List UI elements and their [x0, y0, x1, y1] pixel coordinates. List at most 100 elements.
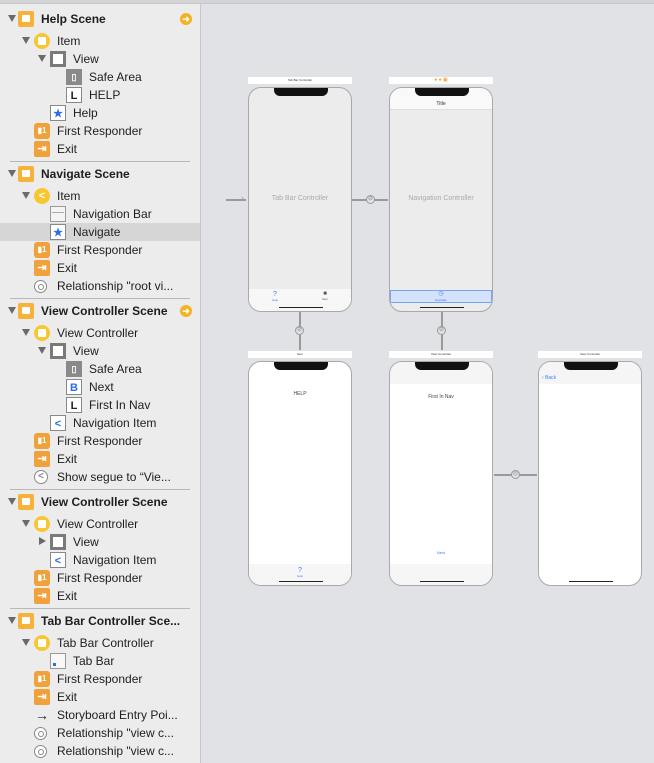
warning-arrow-icon[interactable]: ➜	[180, 13, 192, 25]
outline-item[interactable]: View Controller Scene➜	[0, 302, 200, 320]
outline-item[interactable]: Relationship "view c...	[0, 724, 200, 742]
disclosure-open-icon[interactable]	[8, 617, 16, 624]
storyboard-entry-arrow[interactable]	[226, 199, 246, 201]
vc-icon	[34, 325, 50, 341]
outline-item-label: First Responder	[57, 434, 143, 448]
outline-item[interactable]: →Storyboard Entry Poi...	[0, 706, 200, 724]
scene-title-bar[interactable]: View Controller	[538, 351, 642, 358]
star-icon: ★	[50, 224, 66, 240]
scene-placeholder-label: Tab Bar Controller	[271, 195, 329, 202]
disclosure-open-icon[interactable]	[8, 170, 16, 177]
relationship-segue-icon[interactable]: ⊘	[437, 326, 446, 335]
chevron-left-icon: ‹	[542, 375, 546, 381]
outline-item-label: Exit	[57, 142, 78, 156]
outline-item[interactable]: ⇥Exit	[0, 688, 200, 706]
outline-item[interactable]: Navigate Scene	[0, 165, 200, 183]
outline-item[interactable]: View Controller	[0, 324, 200, 342]
outline-item[interactable]: Navigation Bar	[0, 205, 200, 223]
outline-item[interactable]: View	[0, 533, 200, 551]
outline-item-label: View Controller Scene	[41, 495, 168, 509]
disclosure-open-icon[interactable]	[8, 498, 16, 505]
outline-item[interactable]: ★Navigate	[0, 223, 200, 241]
outline-item[interactable]: <Navigation Item	[0, 414, 200, 432]
relationship-segue-icon[interactable]: ⊘	[295, 326, 304, 335]
disclosure-open-icon[interactable]	[8, 15, 16, 22]
outline-item[interactable]: Item	[0, 32, 200, 50]
disclosure-open-icon[interactable]	[22, 520, 30, 527]
view-icon	[50, 534, 66, 550]
outline-item[interactable]: Help Scene➜	[0, 10, 200, 28]
tab-help[interactable]: ?Help	[265, 291, 285, 302]
outline-item[interactable]: <Item	[0, 187, 200, 205]
outline-item-label: View	[73, 52, 99, 66]
outline-item[interactable]: <Show segue to “Vie...	[0, 468, 200, 486]
outline-item[interactable]: <Navigation Item	[0, 551, 200, 569]
scene-icon	[18, 494, 34, 510]
scene-title-bar[interactable]: Item	[248, 351, 352, 358]
navigation-controller-scene[interactable]: Title Navigation Controller ◷Navigate	[389, 87, 493, 312]
outline-item[interactable]: View Controller Scene	[0, 493, 200, 511]
outline-item[interactable]: ▯Safe Area	[0, 360, 200, 378]
outline-item[interactable]: ★Help	[0, 104, 200, 122]
outline-item[interactable]: ▯Safe Area	[0, 68, 200, 86]
outline-item[interactable]: Relationship "view c...	[0, 742, 200, 760]
tab-item[interactable]: ■Item	[315, 291, 335, 301]
disclosure-open-icon[interactable]	[8, 307, 16, 314]
disclosure-closed-icon[interactable]	[39, 537, 46, 545]
outline-item[interactable]: ⇥Exit	[0, 140, 200, 158]
outline-item[interactable]: Tab Bar Controller	[0, 634, 200, 652]
outline-item[interactable]: ⇥Exit	[0, 259, 200, 277]
notch	[274, 88, 328, 96]
outline-item[interactable]: Relationship "root vi...	[0, 277, 200, 295]
outline-item[interactable]: Tab Bar	[0, 652, 200, 670]
exit-icon: ⇥	[34, 451, 50, 467]
warning-arrow-icon[interactable]: ➜	[180, 305, 192, 317]
outline-item[interactable]: ⇥Exit	[0, 587, 200, 605]
nav-title: Title	[436, 101, 446, 107]
outline-item-label: First Responder	[57, 571, 143, 585]
view-controller-scene[interactable]: ‹ Back	[538, 361, 642, 586]
navbar-icon	[50, 206, 66, 222]
scene-title-bar[interactable]: ● ● ▣	[389, 77, 493, 84]
back-button[interactable]: ‹ Back	[542, 375, 556, 381]
disclosure-open-icon[interactable]	[22, 639, 30, 646]
relationship-segue-icon[interactable]: ⊘	[366, 195, 375, 204]
outline-item-label: HELP	[89, 88, 121, 102]
tab-label: Navigate	[435, 298, 447, 302]
scene-title-bar[interactable]: Tab Bar Controller	[248, 77, 352, 84]
next-button[interactable]: Next	[436, 550, 446, 555]
notch	[274, 362, 328, 370]
outline-item[interactable]: ⇥Exit	[0, 450, 200, 468]
outline-item[interactable]: View Controller	[0, 515, 200, 533]
outline-item[interactable]: View	[0, 50, 200, 68]
tab-navigate-selected[interactable]: ◷Navigate	[390, 290, 492, 303]
disclosure-open-icon[interactable]	[38, 347, 46, 354]
disclosure-open-icon[interactable]	[22, 37, 30, 44]
show-segue-icon[interactable]: ◎	[511, 470, 520, 479]
tab-label: Item	[322, 297, 328, 301]
tab-bar[interactable]: ?Help ■Item	[249, 289, 351, 311]
outline-item-label: Tab Bar	[73, 654, 115, 668]
square-icon: ■	[323, 291, 327, 297]
disclosure-open-icon[interactable]	[38, 55, 46, 62]
scene-title-bar[interactable]: View Controller	[389, 351, 493, 358]
arrow-icon: →	[35, 707, 49, 723]
outline-item[interactable]: Tab Bar Controller Sce...	[0, 612, 200, 630]
disclosure-open-icon[interactable]	[22, 192, 30, 199]
vc-icon	[34, 635, 50, 651]
tab-bar-controller-scene[interactable]: Tab Bar Controller ?Help ■Item	[248, 87, 352, 312]
view-controller-scene[interactable]: First In Nav Next	[389, 361, 493, 586]
disclosure-open-icon[interactable]	[22, 329, 30, 336]
tab-help[interactable]: ?Help	[249, 564, 351, 585]
outline-item[interactable]: View	[0, 342, 200, 360]
item-scene[interactable]: HELP ?Help	[248, 361, 352, 586]
